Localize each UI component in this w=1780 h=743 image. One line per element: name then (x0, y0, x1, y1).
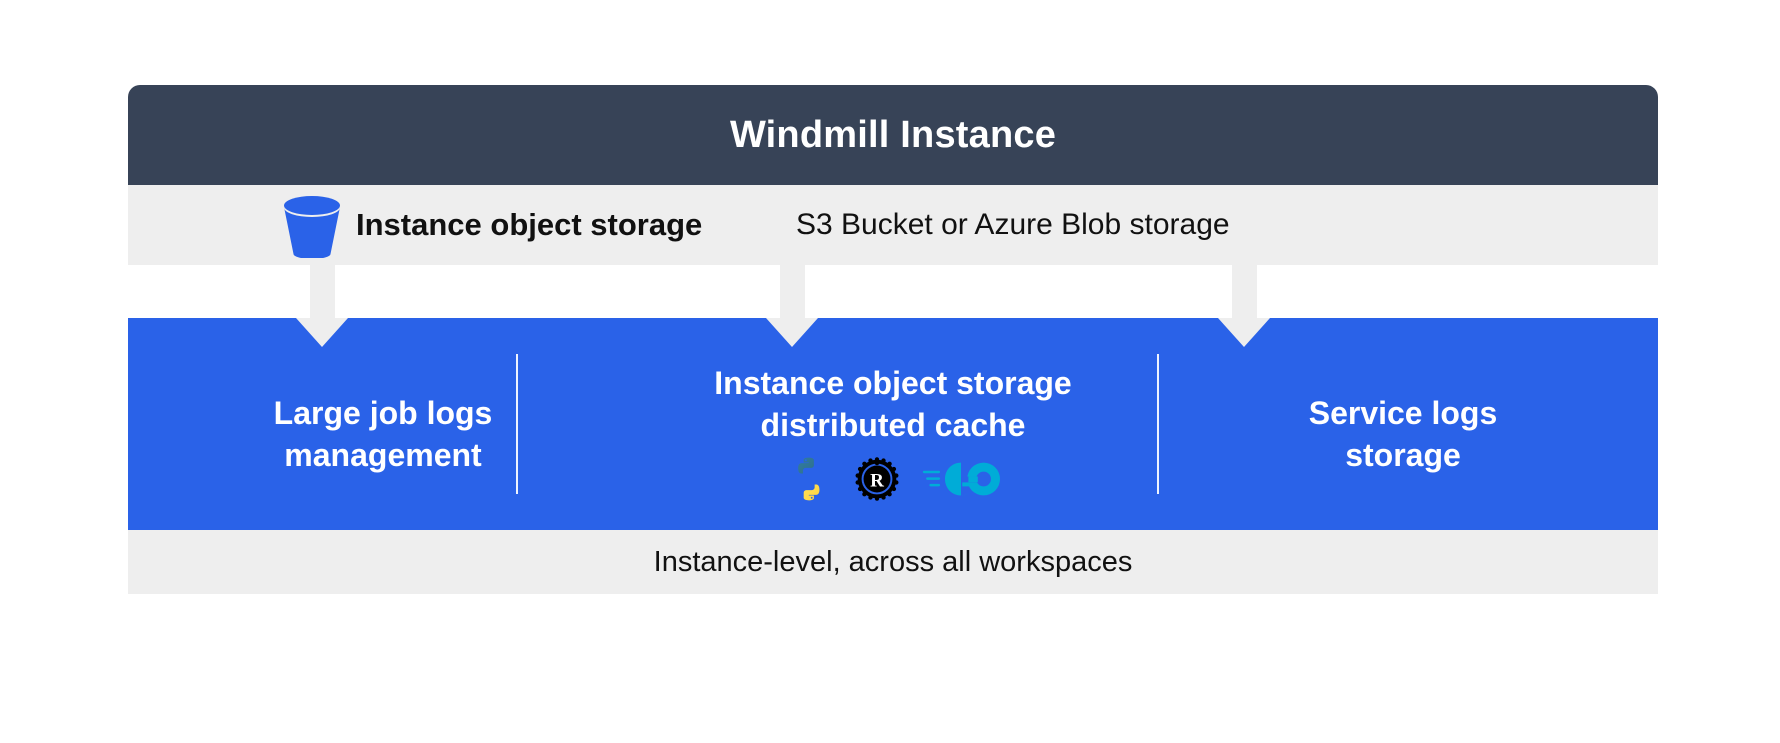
feature-title: Service logs storage (1308, 394, 1498, 473)
diagram-card: Windmill Instance Instance object storag… (128, 85, 1658, 660)
go-logo-icon (922, 458, 1000, 505)
python-logo-icon (786, 456, 832, 507)
arrow-down-icon-middle (766, 318, 818, 347)
feature-columns: Large job logs management Instance objec… (128, 318, 1658, 530)
feature-column-large-job-logs: Large job logs management (128, 318, 638, 530)
arrow-down-icon-left (296, 318, 348, 347)
footer-band: Instance-level, across all workspaces (128, 530, 1658, 594)
connector-zone (128, 265, 1658, 318)
feature-title: Large job logs management (273, 394, 493, 473)
language-logos: R (786, 456, 1000, 506)
instance-object-storage-row: Instance object storage S3 Bucket or Azu… (128, 185, 1658, 265)
connector-stem-middle (780, 265, 805, 318)
feature-column-distributed-cache: Instance object storage distributed cach… (638, 318, 1148, 530)
bucket-icon (280, 196, 344, 259)
page-title: Windmill Instance (729, 114, 1057, 156)
features-panel: Large job logs management Instance objec… (128, 318, 1658, 530)
column-divider-left (516, 354, 518, 494)
connector-stem-right (1232, 265, 1257, 318)
header-band: Windmill Instance (128, 85, 1658, 185)
footer-note: Instance-level, across all workspaces (653, 545, 1133, 578)
feature-column-service-logs: Service logs storage (1148, 318, 1658, 530)
svg-text:R: R (870, 470, 884, 491)
feature-title: Instance object storage distributed cach… (714, 364, 1072, 443)
rust-logo-icon: R (854, 456, 900, 507)
arrow-down-icon-right (1218, 318, 1270, 347)
instance-object-storage-label: Instance object storage (356, 207, 703, 242)
column-divider-right (1157, 354, 1159, 494)
instance-object-storage-detail: S3 Bucket or Azure Blob storage (796, 208, 1230, 241)
connector-stem-left (310, 265, 335, 318)
